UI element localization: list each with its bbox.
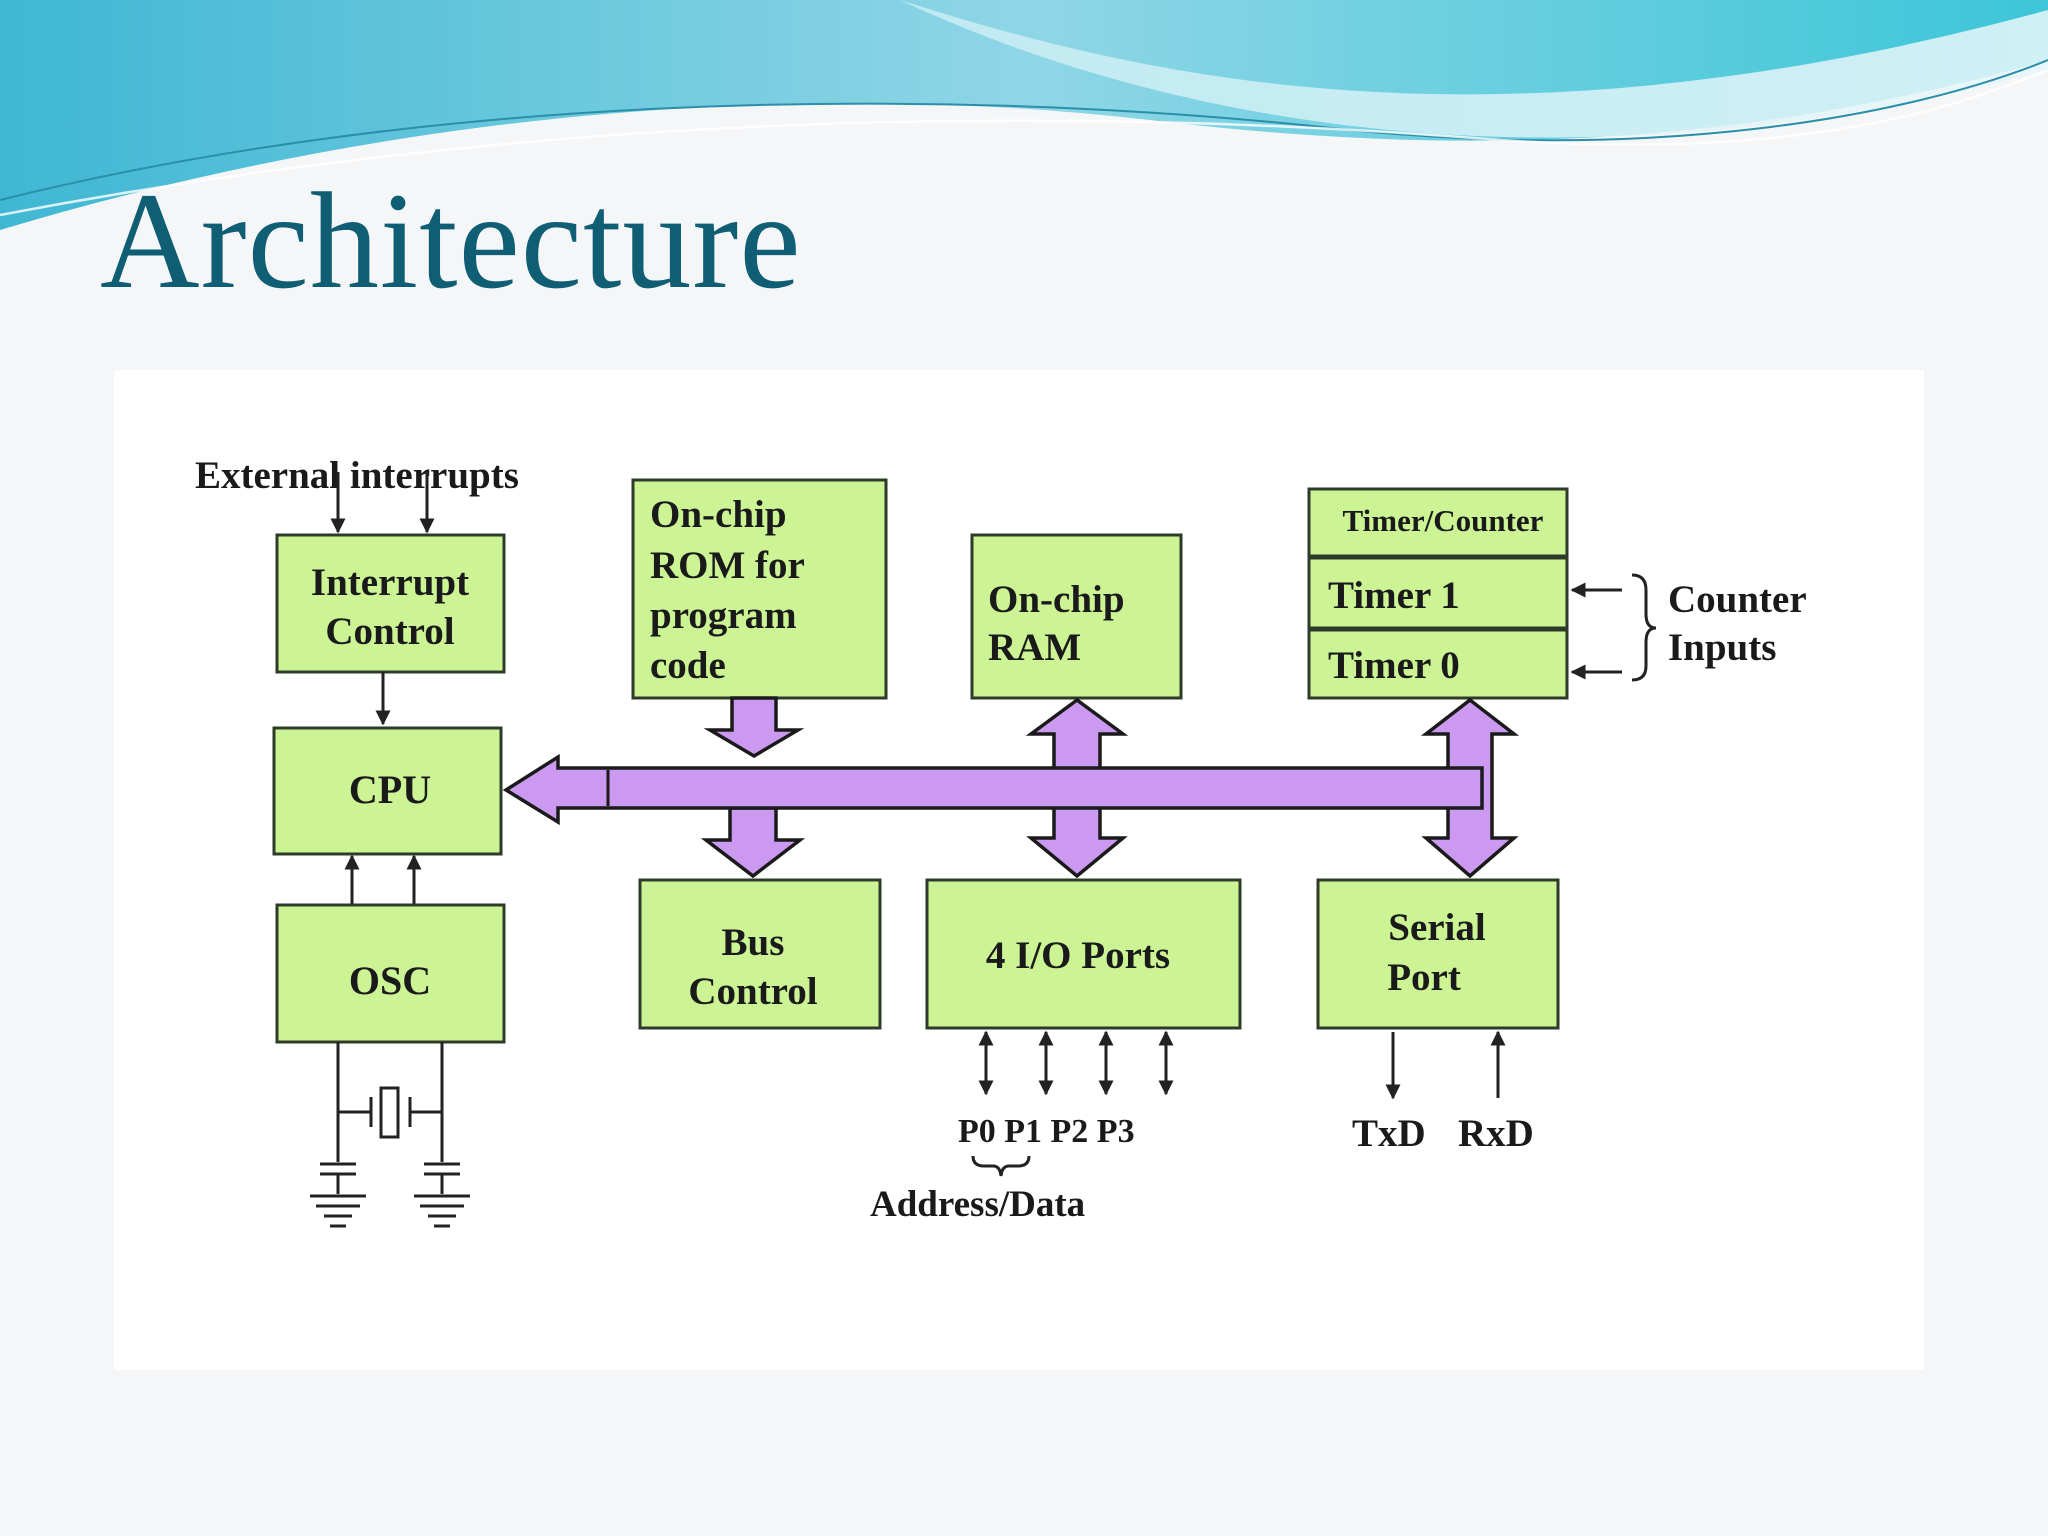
rxd-label: RxD — [1458, 1112, 1534, 1155]
interrupt-control-line1: Interrupt — [311, 561, 469, 604]
ground-icon-right — [414, 1162, 470, 1228]
counter-brace-icon — [1631, 573, 1657, 682]
osc-block: OSC — [275, 903, 506, 1044]
ports-label: P0 P1 P2 P3 — [958, 1113, 1135, 1150]
cpu-block: CPU — [272, 726, 503, 856]
rom-to-bus-arrow — [703, 696, 805, 759]
address-data-brace-icon — [971, 1155, 1031, 1177]
rom-line2: ROM for — [650, 544, 805, 587]
main-bus-arrow — [502, 753, 1484, 826]
internal-bus — [502, 696, 1520, 879]
timer-counter-block: Timer/Counter Timer 1 Timer 0 — [1307, 487, 1569, 700]
rom-line1: On-chip — [650, 493, 787, 536]
external-interrupts-label: External interrupts — [195, 454, 519, 497]
slide-header-wave — [0, 0, 2048, 230]
io-port-arrows — [978, 1030, 1174, 1096]
bus-control-block: Bus Control — [638, 878, 882, 1030]
slide-title: Architecture — [100, 164, 802, 317]
ground-icon-left — [310, 1162, 366, 1228]
ram-block: On-chip RAM — [970, 533, 1183, 700]
bus-control-line1: Bus — [722, 921, 785, 964]
interrupt-control-block: Interrupt Control — [275, 533, 506, 674]
counter-inputs-line2: Inputs — [1668, 626, 1776, 669]
io-ports-block: 4 I/O Ports — [925, 878, 1242, 1030]
timer-counter-label: Timer/Counter — [1343, 503, 1544, 538]
timer0-label: Timer 0 — [1328, 644, 1460, 687]
address-data-label: Address/Data — [870, 1184, 1085, 1225]
ram-line1: On-chip — [988, 578, 1125, 621]
osc-label: OSC — [349, 958, 431, 1003]
txd-label: TxD — [1352, 1112, 1426, 1155]
rom-line4: code — [650, 644, 726, 687]
timer1-label: Timer 1 — [1328, 574, 1460, 617]
serial-port-line2: Port — [1387, 956, 1461, 999]
bus-to-bus-control-arrow — [700, 806, 806, 879]
bus-control-line2: Control — [688, 970, 817, 1013]
crystal-oscillator-icon — [336, 1042, 444, 1162]
counter-inputs-line1: Counter — [1668, 578, 1807, 621]
cpu-label: CPU — [349, 767, 431, 812]
rom-line3: program — [650, 594, 797, 637]
interrupt-control-line2: Control — [325, 610, 454, 653]
serial-port-line1: Serial — [1388, 906, 1486, 949]
serial-port-block: Serial Port — [1316, 878, 1560, 1030]
rom-block: On-chip ROM for program code — [631, 478, 888, 700]
io-ports-label: 4 I/O Ports — [986, 934, 1170, 977]
ram-line2: RAM — [988, 626, 1081, 669]
